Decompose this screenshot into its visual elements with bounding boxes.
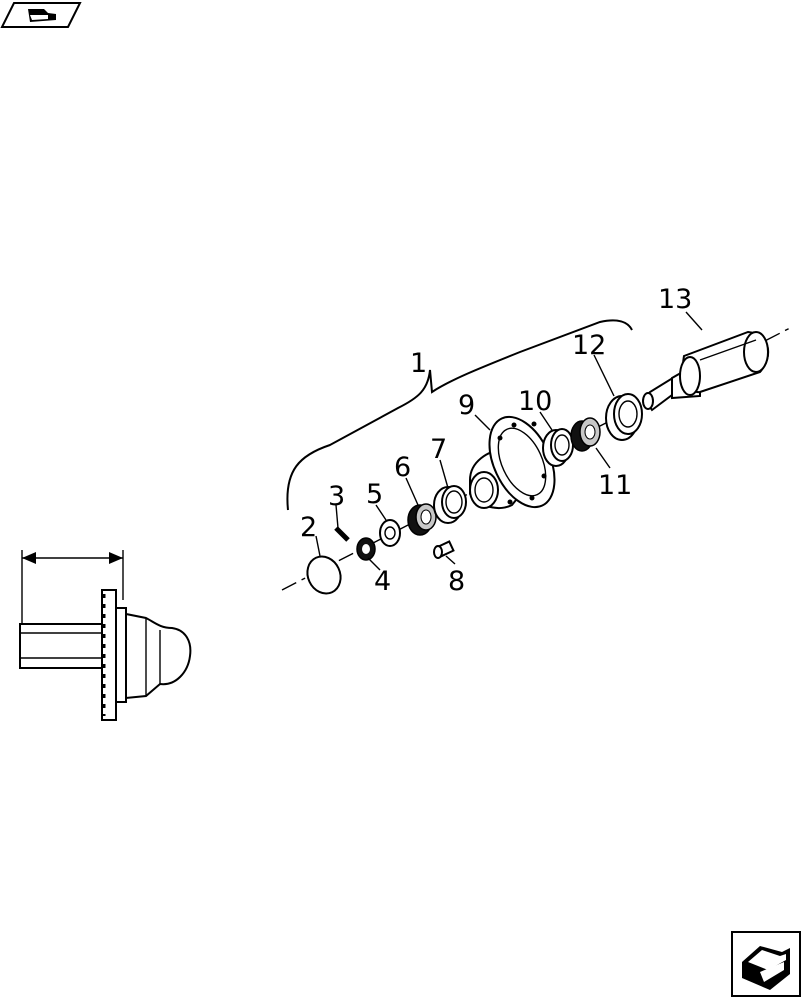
- callout-8: 8: [448, 566, 465, 597]
- wheel-bolt: [433, 540, 455, 559]
- callout-3: 3: [328, 481, 345, 512]
- next-page-icon[interactable]: [731, 931, 801, 997]
- castle-nut: [356, 537, 376, 561]
- outer-bearing-cone: [407, 503, 437, 536]
- callout-11: 11: [598, 470, 632, 501]
- cotter-pin: [334, 526, 350, 542]
- assembly-bracket: [286, 319, 633, 511]
- callout-4: 4: [374, 566, 391, 597]
- callout-9: 9: [458, 390, 475, 421]
- inner-bearing-cup: [542, 428, 574, 467]
- outer-bearing-cup: [433, 485, 467, 524]
- callout-10: 10: [518, 386, 552, 417]
- callout-5: 5: [366, 479, 383, 510]
- hub-cap: [306, 555, 342, 595]
- callout-13: 13: [658, 284, 692, 315]
- washer: [379, 519, 401, 547]
- leader-lines: [315, 311, 703, 571]
- callout-12: 12: [572, 330, 606, 361]
- callout-1: 1: [410, 348, 427, 379]
- callout-2: 2: [300, 512, 317, 543]
- spindle: [642, 330, 769, 412]
- callout-7: 7: [430, 434, 447, 465]
- wheel-hub: [469, 415, 556, 509]
- grease-seal: [605, 393, 643, 441]
- previous-page-icon[interactable]: [0, 2, 82, 28]
- inner-bearing-cone: [570, 417, 601, 452]
- callout-6: 6: [394, 452, 411, 483]
- hub-side-view: [19, 550, 192, 721]
